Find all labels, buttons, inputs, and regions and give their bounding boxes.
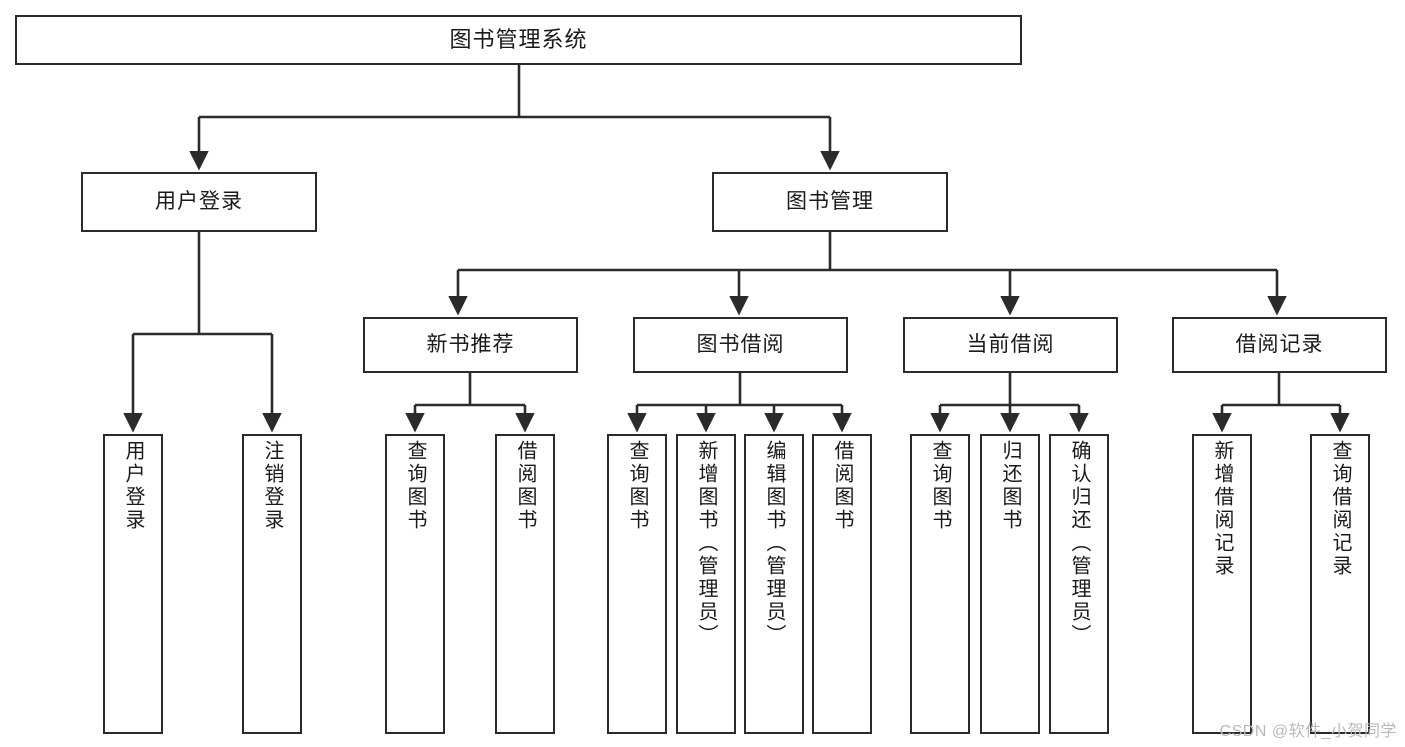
node-leaf-query-book-2[interactable]: 查询图书 bbox=[607, 434, 667, 734]
node-leaf-query-book-3-label: 查询图书 bbox=[929, 440, 951, 532]
node-leaf-user-login-label: 用户登录 bbox=[122, 440, 144, 532]
node-leaf-add-record-label: 新增借阅记录 bbox=[1211, 440, 1233, 578]
node-leaf-borrow-book-1[interactable]: 借阅图书 bbox=[495, 434, 555, 734]
node-leaf-borrow-book-1-label: 借阅图书 bbox=[514, 440, 536, 532]
node-book-borrow-label: 图书借阅 bbox=[696, 332, 785, 356]
node-leaf-user-login[interactable]: 用户登录 bbox=[103, 434, 163, 734]
node-leaf-query-record[interactable]: 查询借阅记录 bbox=[1310, 434, 1370, 734]
node-leaf-add-book-admin-label: 新增图书（管理员） bbox=[695, 440, 717, 647]
watermark: CSDN @软件_小贺同学 bbox=[1219, 723, 1397, 740]
node-leaf-confirm-return-admin-label: 确认归还（管理员） bbox=[1068, 440, 1090, 647]
node-user-login-label: 用户登录 bbox=[155, 189, 243, 213]
node-new-book-recommend[interactable]: 新书推荐 bbox=[363, 317, 578, 373]
node-leaf-confirm-return-admin[interactable]: 确认归还（管理员） bbox=[1049, 434, 1109, 734]
node-leaf-query-book-3[interactable]: 查询图书 bbox=[910, 434, 970, 734]
node-leaf-query-record-label: 查询借阅记录 bbox=[1329, 440, 1351, 578]
node-leaf-logout-label: 注销登录 bbox=[261, 440, 283, 532]
node-leaf-add-record[interactable]: 新增借阅记录 bbox=[1192, 434, 1252, 734]
node-leaf-query-book-2-label: 查询图书 bbox=[626, 440, 648, 532]
node-leaf-return-book-label: 归还图书 bbox=[999, 440, 1021, 532]
node-leaf-logout[interactable]: 注销登录 bbox=[242, 434, 302, 734]
node-root[interactable]: 图书管理系统 bbox=[15, 15, 1022, 65]
node-leaf-edit-book-admin[interactable]: 编辑图书（管理员） bbox=[744, 434, 804, 734]
node-root-label: 图书管理系统 bbox=[449, 27, 588, 53]
node-borrow-record-label: 借阅记录 bbox=[1235, 332, 1324, 356]
node-leaf-query-book-1[interactable]: 查询图书 bbox=[385, 434, 445, 734]
node-current-borrow[interactable]: 当前借阅 bbox=[903, 317, 1118, 373]
node-leaf-add-book-admin[interactable]: 新增图书（管理员） bbox=[676, 434, 736, 734]
node-book-manage[interactable]: 图书管理 bbox=[712, 172, 948, 232]
node-leaf-borrow-book-2[interactable]: 借阅图书 bbox=[812, 434, 872, 734]
node-book-manage-label: 图书管理 bbox=[786, 189, 874, 213]
node-leaf-edit-book-admin-label: 编辑图书（管理员） bbox=[763, 440, 785, 647]
node-user-login[interactable]: 用户登录 bbox=[81, 172, 317, 232]
node-leaf-return-book[interactable]: 归还图书 bbox=[980, 434, 1040, 734]
node-leaf-query-book-1-label: 查询图书 bbox=[404, 440, 426, 532]
node-new-book-recommend-label: 新书推荐 bbox=[426, 332, 515, 356]
node-current-borrow-label: 当前借阅 bbox=[966, 332, 1055, 356]
node-borrow-record[interactable]: 借阅记录 bbox=[1172, 317, 1387, 373]
node-leaf-borrow-book-2-label: 借阅图书 bbox=[831, 440, 853, 532]
node-book-borrow[interactable]: 图书借阅 bbox=[633, 317, 848, 373]
